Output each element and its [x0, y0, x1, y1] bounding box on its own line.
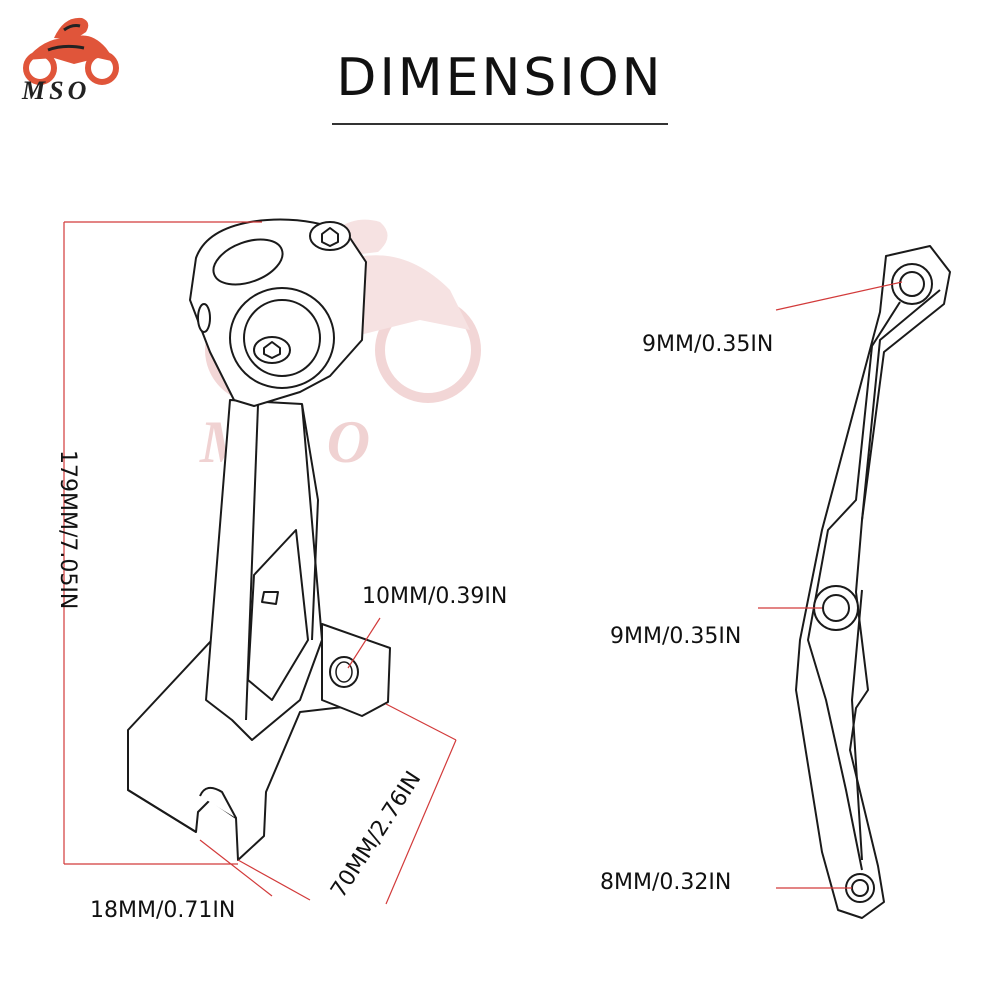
arm-bottom-hole-label: 8MM/0.32IN: [600, 870, 732, 895]
motorcycle-rider-icon: [23, 17, 119, 85]
bracket-mount-hole: [329, 656, 359, 688]
side-bolt: [253, 336, 291, 364]
clamp-ring: [229, 287, 335, 389]
arm-dimension-lines: [758, 281, 903, 889]
arm-top-hole-label: 9MM/0.35IN: [642, 332, 774, 357]
top-bolt: [309, 221, 351, 251]
arm-part: [795, 245, 951, 919]
logo-text: MSO: [22, 76, 91, 105]
bracket-slot-label: 18MM/0.71IN: [90, 898, 236, 923]
arm-middle-hole-label: 9MM/0.35IN: [610, 624, 742, 649]
bracket-part: [127, 218, 391, 861]
title-underline: [332, 123, 668, 125]
bracket-hole-label: 10MM/0.39IN: [362, 584, 508, 609]
page-title: DIMENSION: [336, 48, 664, 108]
arm-top-hole: [891, 263, 933, 305]
bracket-dimension-lines: [63, 221, 457, 905]
brand-logo: [23, 17, 119, 85]
bracket-height-label: 179MM/7.05IN: [55, 450, 80, 610]
